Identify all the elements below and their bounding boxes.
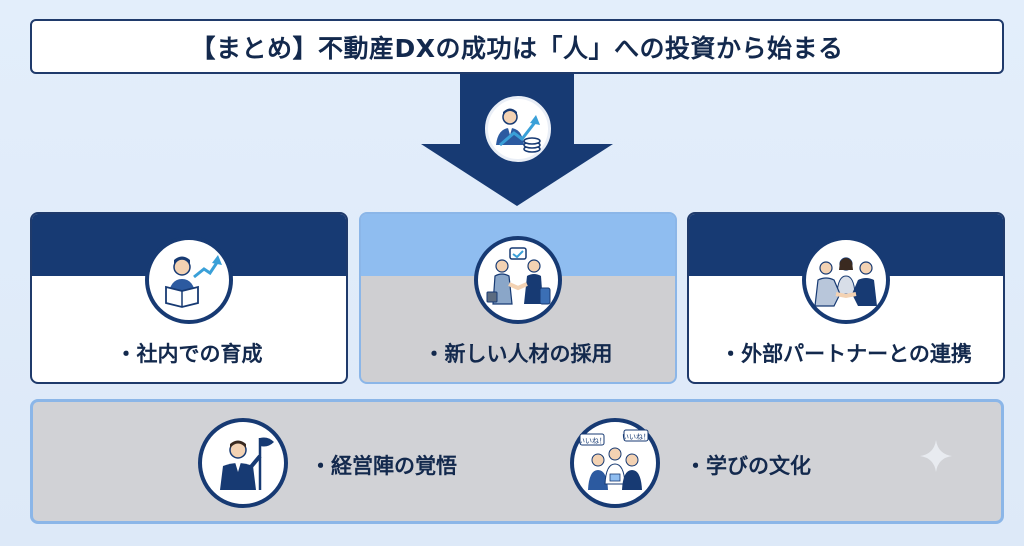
bubble-text: いいね！ xyxy=(578,437,606,445)
group-learning-icon: いいね！ いいね！ xyxy=(570,418,660,508)
handshake-hiring-icon xyxy=(474,236,562,324)
bubble-text: いいね！ xyxy=(622,433,650,441)
partners-handshake-icon xyxy=(802,236,890,324)
leader-flag-icon xyxy=(198,418,288,508)
card-hiring: ・新しい人材の採用 xyxy=(359,212,677,384)
person-growth-investment-icon xyxy=(485,96,551,162)
label-leadership: ・経営陣の覚悟 xyxy=(310,454,457,478)
card-label-hiring: ・新しい人材の採用 xyxy=(423,342,613,366)
card-partnership: ・外部パートナーとの連携 xyxy=(687,212,1005,384)
card-label-training: ・社内での育成 xyxy=(115,342,263,366)
page-title: 【まとめ】不動産DXの成功は「人」への投資から始まる xyxy=(190,33,844,63)
title-box: 【まとめ】不動産DXの成功は「人」への投資から始まる xyxy=(30,19,1004,74)
label-learning-culture: ・学びの文化 xyxy=(685,454,811,478)
card-training: ・社内での育成 xyxy=(30,212,348,384)
card-label-partnership: ・外部パートナーとの連携 xyxy=(720,342,972,366)
person-reading-growth-icon xyxy=(145,236,233,324)
bottom-panel: ・経営陣の覚悟 いいね！ いいね！ ・学びの文化 xyxy=(30,399,1004,524)
sparkle-icon xyxy=(920,440,952,472)
